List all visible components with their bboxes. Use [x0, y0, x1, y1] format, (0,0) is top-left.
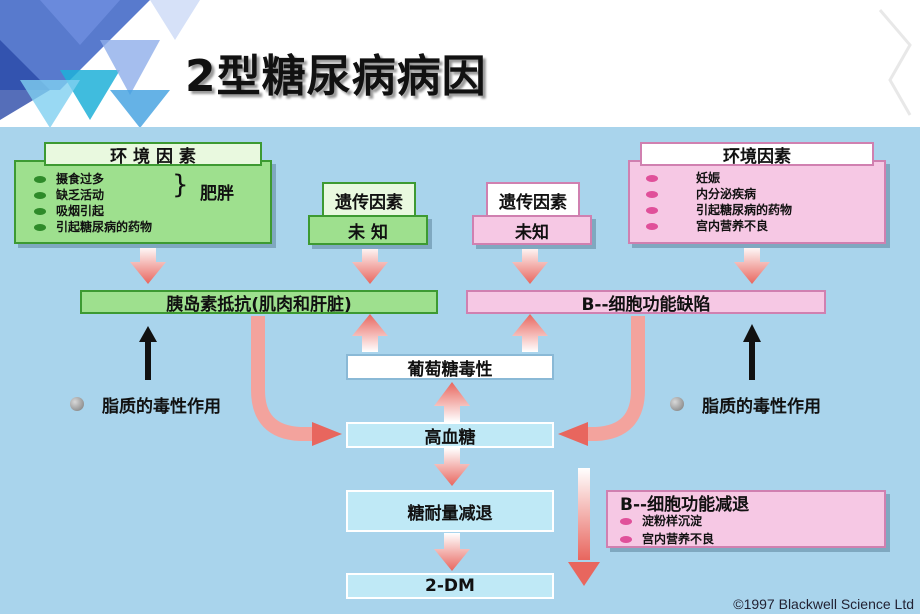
list-item: 内分泌疾病: [646, 186, 792, 202]
list-item: 吸烟引起: [34, 203, 152, 219]
bullet-icon: [670, 397, 684, 411]
right-env-box: [628, 160, 886, 244]
up-arrow: [352, 314, 548, 422]
bullet-icon: [620, 518, 632, 525]
glucose-toxicity-label: 葡萄糖毒性: [407, 359, 493, 380]
bullet-icon: [34, 208, 46, 215]
bullet-icon: [646, 207, 658, 214]
beta-decline-box: [606, 490, 886, 548]
list-item: 摄食过多: [34, 171, 152, 187]
beta-decline-list: 淀粉样沉淀 宫内营养不良: [620, 512, 714, 548]
black-up-arrow: [139, 324, 761, 380]
lipid-toxicity-right: 脂质的毒性作用: [702, 397, 821, 417]
genetic-left-header: 遗传因素: [322, 182, 416, 218]
list-item: 宫内营养不良: [620, 530, 714, 548]
genetic-left-value: 未 知: [308, 215, 428, 245]
glucose-toxicity-box: 葡萄糖毒性: [346, 354, 554, 380]
right-env-header: 环境因素: [640, 142, 874, 167]
list-item: 妊娠: [646, 170, 792, 186]
corner-decoration: [0, 0, 912, 128]
bullet-icon: [646, 223, 658, 230]
left-env-list: 摄食过多 缺乏活动 吸烟引起 引起糖尿病的药物: [34, 171, 152, 235]
list-item: 缺乏活动: [34, 187, 152, 203]
list-item: 引起糖尿病的药物: [34, 219, 152, 235]
hyperglycemia-label: 高血糖: [424, 427, 476, 448]
list-item: 引起糖尿病的药物: [646, 202, 792, 218]
bullet-icon: [34, 192, 46, 199]
bullet-icon: [34, 224, 46, 231]
obesity-label: 肥胖: [200, 184, 234, 204]
left-env-header: 环 境 因 素: [44, 142, 262, 167]
list-item: 淀粉样沉淀: [620, 512, 714, 530]
right-env-list: 妊娠 内分泌疾病 引起糖尿病的药物 宫内营养不良: [646, 170, 792, 234]
genetic-right-header: 遗传因素: [486, 182, 580, 218]
genetic-right-value: 未知: [472, 215, 592, 245]
lipid-toxicity-left: 脂质的毒性作用: [102, 397, 221, 417]
bullet-icon: [70, 397, 84, 411]
beta-defect-box: B--细胞功能缺陷: [466, 290, 826, 315]
bullet-icon: [646, 191, 658, 198]
insulin-resistance-label: 胰岛素抵抗(肌肉和肝脏): [166, 294, 352, 315]
bullet-icon: [34, 176, 46, 183]
beta-decline-header: B--细胞功能减退: [620, 495, 750, 515]
beta-defect-label: B--细胞功能缺陷: [581, 294, 711, 315]
page-title: 2型糖尿病病因: [185, 51, 487, 102]
bullet-icon: [620, 536, 632, 543]
t2dm-box: 2-DM: [346, 573, 554, 599]
glucose-tolerance-box: 糖耐量减退: [346, 490, 554, 532]
glucose-tolerance-label: 糖耐量减退: [407, 503, 493, 524]
copyright-text: ©1997 Blackwell Science Ltd: [733, 596, 914, 612]
down-arrow: [130, 246, 770, 571]
bullet-icon: [646, 175, 658, 182]
left-env-box: [14, 160, 272, 244]
insulin-resistance-box: 胰岛素抵抗(肌肉和肝脏): [80, 290, 438, 315]
list-item: 宫内营养不良: [646, 218, 792, 234]
t2dm-label: 2-DM: [425, 576, 475, 596]
left-env-header-label: 环 境 因 素: [110, 146, 196, 167]
hyperglycemia-box: 高血糖: [346, 422, 554, 448]
brace: }: [172, 170, 189, 200]
right-env-header-label: 环境因素: [723, 146, 791, 167]
